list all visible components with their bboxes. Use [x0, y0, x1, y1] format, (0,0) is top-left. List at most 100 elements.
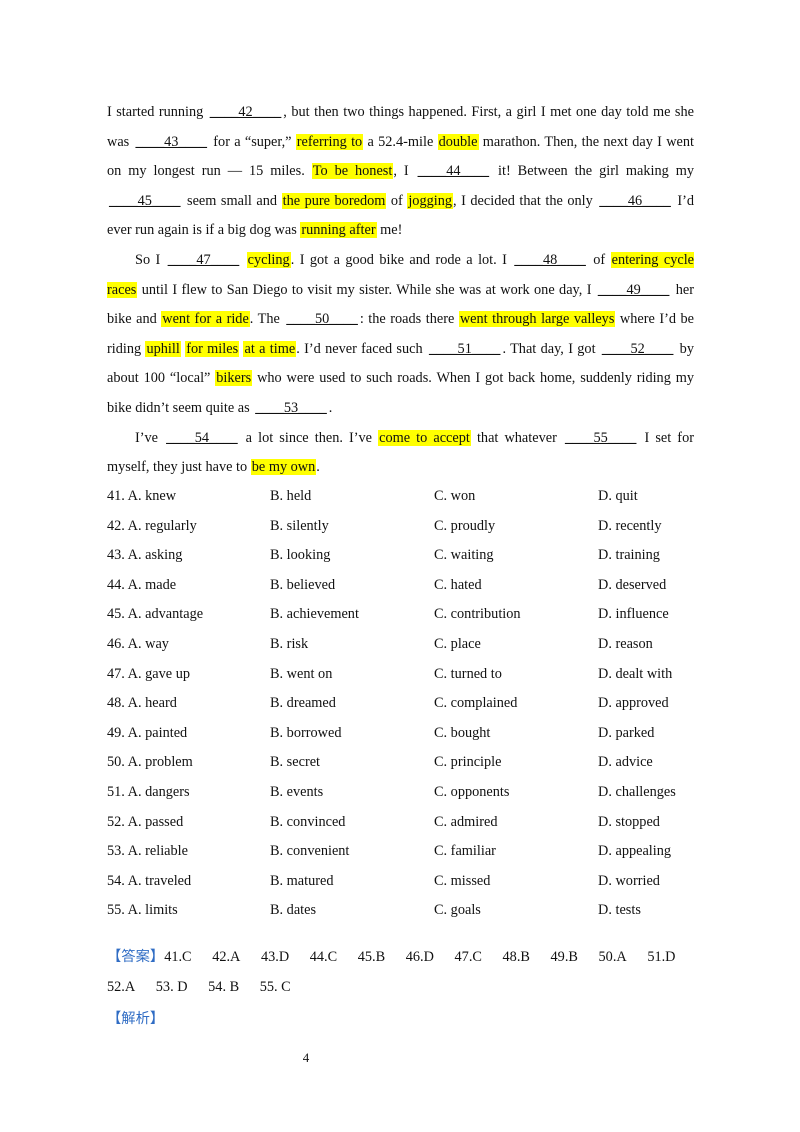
- cloze-blank: ____54____: [166, 429, 238, 446]
- cloze-blank: ____49____: [597, 281, 670, 298]
- option-choice: D. reason: [598, 635, 653, 652]
- option-choice: C. turned to: [434, 665, 502, 682]
- option-choice: C. contribution: [434, 606, 521, 623]
- option-choice: 47. A. gave up: [107, 665, 190, 682]
- option-choice: D. dealt with: [598, 665, 673, 682]
- passage-text: .: [328, 399, 333, 416]
- passage-text: , but then two things happened. First, a…: [107, 104, 694, 150]
- passage-text: .: [316, 459, 320, 476]
- option-choice: D. worried: [598, 872, 660, 889]
- passage-text: I’d ever run again is if a big dog was: [107, 192, 694, 239]
- highlighted-phrase: referring to: [295, 133, 364, 150]
- passage-text: . The: [249, 311, 285, 328]
- option-row: 42. A. regularly B. silently C. proudly D. …: [107, 512, 707, 542]
- answer-items: 41.C 42.A 43.D 44.C 45.B 46.D 47.C 48.B …: [107, 949, 693, 995]
- passage-text: it! Between the girl making my: [491, 163, 694, 180]
- option-choice: C. proudly: [434, 517, 496, 534]
- passage-text: I set for myself, they just have to: [107, 429, 694, 476]
- option-choice: B. secret: [270, 754, 321, 771]
- option-choice: B. risk: [270, 635, 309, 652]
- analysis-label: 【解析】: [107, 1011, 165, 1027]
- passage-text: where I’d be riding: [107, 311, 694, 357]
- passage-text: of: [587, 251, 611, 268]
- option-choice: 50. A. problem: [107, 754, 193, 771]
- option-choice: C. missed: [434, 872, 491, 889]
- passage-text: I started running: [107, 104, 208, 120]
- option-choice: B. silently: [270, 517, 329, 534]
- option-choice: B. dreamed: [270, 695, 336, 712]
- option-choice: C. familiar: [434, 843, 496, 860]
- cloze-passage: I started running ____42____, but then t…: [107, 98, 695, 483]
- option-choice: D. recently: [598, 517, 662, 534]
- answer-item: 52.A: [107, 979, 136, 995]
- option-choice: 48. A. heard: [107, 695, 177, 712]
- cloze-blank: ____46____: [599, 192, 671, 209]
- page-number: 4: [302, 1050, 310, 1065]
- option-choice: D. parked: [598, 724, 655, 741]
- option-choice: C. complained: [434, 695, 518, 712]
- cloze-blank: ____43____: [135, 133, 207, 150]
- passage-text: So I: [135, 251, 166, 268]
- passage-text: a lot since then. I’ve: [239, 429, 379, 446]
- answer-item: 47.C: [454, 949, 482, 965]
- cloze-blank: ____47____: [167, 251, 240, 268]
- option-choice: 46. A. way: [107, 635, 169, 652]
- option-choice: B. events: [270, 783, 324, 800]
- highlighted-phrase: jogging: [407, 192, 454, 209]
- option-choice: 43. A. asking: [107, 547, 183, 564]
- cloze-blank: ____42____: [209, 104, 282, 120]
- option-choice: D. influence: [598, 606, 669, 623]
- answer-item: 43.D: [260, 949, 290, 965]
- highlighted-phrase: the pure boredom: [281, 192, 387, 209]
- passage-text: . I’d never faced such: [296, 340, 427, 357]
- option-choice: D. tests: [598, 902, 641, 919]
- highlighted-phrase: at a time: [243, 340, 297, 357]
- answer-item: 41.C: [164, 949, 192, 965]
- paragraph-2: So I ____47____ cycling. I got a good bi…: [107, 246, 695, 424]
- paragraph-1: I started running ____42____, but then t…: [107, 98, 694, 246]
- option-choice: C. goals: [434, 902, 481, 919]
- passage-text: her bike and: [107, 281, 694, 328]
- highlighted-phrase: bikers: [215, 370, 253, 387]
- cloze-blank: ____48____: [514, 251, 586, 268]
- cloze-blank: ____50____: [286, 311, 358, 328]
- option-choice: 49. A. painted: [107, 724, 188, 741]
- answer-item: 42.A: [212, 949, 241, 965]
- paragraph-3: I’ve ____54____ a lot since then. I’ve c…: [107, 424, 694, 483]
- option-choice: 42. A. regularly: [107, 517, 197, 534]
- answer-item: 46.D: [405, 949, 434, 965]
- highlighted-phrase: come to accept: [378, 429, 471, 446]
- highlighted-phrase: To be honest: [311, 163, 394, 180]
- answer-item: 45.B: [357, 949, 386, 965]
- passage-text: until I flew to San Diego to visit my si…: [137, 281, 596, 298]
- passage-text: me!: [376, 222, 403, 239]
- option-choice: C. bought: [434, 724, 491, 741]
- option-choice: D. advice: [598, 754, 653, 771]
- highlighted-phrase: running after: [300, 222, 377, 239]
- option-choice: C. hated: [434, 576, 482, 593]
- passage-text: of: [386, 192, 408, 209]
- option-choice: C. won: [434, 488, 476, 504]
- passage-text: marathon. Then, the next day I went on m…: [107, 133, 694, 180]
- option-choice: 54. A. traveled: [107, 872, 192, 889]
- highlighted-phrase: uphill: [145, 340, 181, 357]
- passage-text: I’ve: [135, 429, 165, 446]
- option-choice: B. looking: [270, 547, 331, 564]
- passage-text: : the roads there: [359, 311, 459, 328]
- passage-text: . That day, I got: [502, 340, 600, 357]
- cloze-blank: ____53____: [255, 399, 327, 416]
- option-choice: B. believed: [270, 576, 336, 593]
